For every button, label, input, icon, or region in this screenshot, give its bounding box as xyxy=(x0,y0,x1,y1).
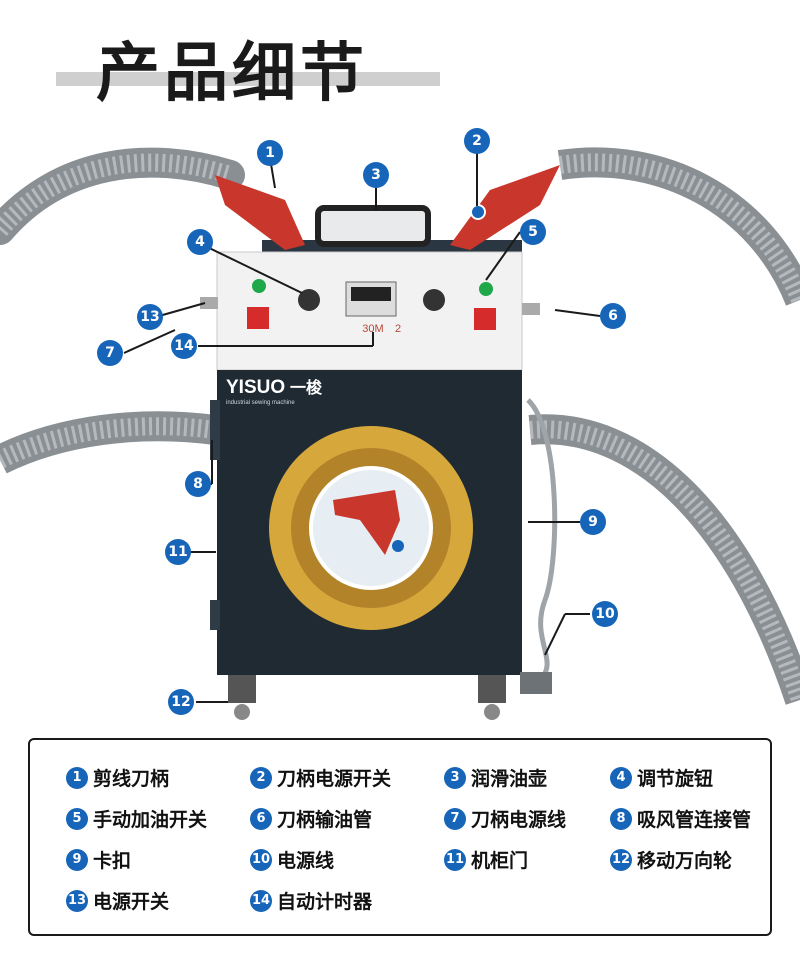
legend-item-9: 9 卡扣 xyxy=(66,846,131,873)
right-cutter-handle xyxy=(450,165,560,250)
power-plug xyxy=(520,672,552,694)
right-green-button xyxy=(479,282,493,296)
legend-item-5: 5 手动加油开关 xyxy=(66,805,207,832)
callout-11: 11 xyxy=(165,539,191,565)
handle-power-switch xyxy=(470,204,486,220)
left-cutter-handle xyxy=(215,175,305,250)
legend-number: 11 xyxy=(444,848,466,871)
machine-illustration: 30M 2 YISUO 一梭 industrial sewing machine xyxy=(0,142,800,720)
legend-label: 自动计时器 xyxy=(277,891,373,913)
legend-item-7: 7 刀柄电源线 xyxy=(444,805,566,832)
right-knob xyxy=(423,289,445,311)
left-power-switch xyxy=(247,307,269,329)
callout-14: 14 xyxy=(171,333,197,359)
legend-label: 电源开关 xyxy=(93,891,170,913)
right-power-switch xyxy=(474,308,496,330)
callout-5: 5 xyxy=(520,219,546,245)
legend-label: 润滑油壶 xyxy=(471,768,548,790)
legend-number: 6 xyxy=(250,807,272,830)
door-hinge-bottom xyxy=(210,600,220,630)
oil-pot xyxy=(315,205,431,247)
brand-chinese: 一梭 xyxy=(290,378,323,397)
legend-number: 8 xyxy=(610,807,632,830)
brand-name: YISUO xyxy=(226,377,285,398)
right-connector xyxy=(522,303,540,315)
legend-item-6: 6 刀柄输油管 xyxy=(250,805,372,832)
legend-item-4: 4 调节旋钮 xyxy=(610,764,713,791)
callout-10: 10 xyxy=(592,601,618,627)
legend-label: 手动加油开关 xyxy=(93,809,208,831)
legend-number: 14 xyxy=(250,889,272,912)
callout-6: 6 xyxy=(600,303,626,329)
legend-number: 2 xyxy=(250,766,272,789)
door-hinge-top xyxy=(210,400,220,460)
legend-label: 刀柄电源开关 xyxy=(277,768,392,790)
legend-number: 5 xyxy=(66,807,88,830)
page-title: 产品细节 xyxy=(96,37,368,111)
legend-number: 1 xyxy=(66,766,88,789)
left-knob xyxy=(298,289,320,311)
legend-label: 剪线刀柄 xyxy=(93,768,170,790)
legend-item-1: 1 剪线刀柄 xyxy=(66,764,169,791)
legend-label: 吸风管连接管 xyxy=(637,809,752,831)
callout-12: 12 xyxy=(168,689,194,715)
legend-label: 电源线 xyxy=(277,850,335,872)
legend-item-8: 8 吸风管连接管 xyxy=(610,805,751,832)
callout-8: 8 xyxy=(185,471,211,497)
legend-label: 刀柄输油管 xyxy=(277,809,373,831)
callout-9: 9 xyxy=(580,509,606,535)
callout-2: 2 xyxy=(464,128,490,154)
legend-item-13: 13 电源开关 xyxy=(66,887,169,914)
callout-7: 7 xyxy=(97,340,123,366)
right-top-hose xyxy=(557,147,800,306)
legend-item-11: 11 机柜门 xyxy=(444,846,528,873)
callout-1: 1 xyxy=(257,140,283,166)
legend-number: 9 xyxy=(66,848,88,871)
callout-3: 3 xyxy=(363,162,389,188)
power-cord xyxy=(526,398,558,682)
timer-unit: 2 xyxy=(395,323,401,335)
legend-number: 7 xyxy=(444,807,466,830)
left-green-button xyxy=(252,279,266,293)
parts-legend: 1 剪线刀柄 2 刀柄电源开关 3 润滑油壶 4 调节旋钮 5 手动加油开关 6… xyxy=(28,738,772,936)
legend-number: 4 xyxy=(610,766,632,789)
brand-tagline: industrial sewing machine xyxy=(226,400,295,406)
legend-label: 调节旋钮 xyxy=(637,768,714,790)
left-wheel xyxy=(228,675,256,703)
legend-item-12: 12 移动万向轮 xyxy=(610,846,732,873)
callout-13: 13 xyxy=(137,304,163,330)
legend-item-14: 14 自动计时器 xyxy=(250,887,372,914)
legend-label: 刀柄电源线 xyxy=(471,809,567,831)
timer-label: 30M xyxy=(362,323,383,335)
emblem-cutter xyxy=(333,490,400,555)
legend-number: 10 xyxy=(250,848,272,871)
legend-number: 13 xyxy=(66,889,88,912)
legend-label: 移动万向轮 xyxy=(637,850,733,872)
legend-label: 卡扣 xyxy=(93,850,132,872)
legend-number: 3 xyxy=(444,766,466,789)
legend-item-10: 10 电源线 xyxy=(250,846,334,873)
legend-item-3: 3 润滑油壶 xyxy=(444,764,547,791)
callout-4: 4 xyxy=(187,229,213,255)
legend-number: 12 xyxy=(610,848,632,871)
right-wheel xyxy=(478,675,506,703)
legend-item-2: 2 刀柄电源开关 xyxy=(250,764,391,791)
title-underline xyxy=(56,72,440,86)
legend-label: 机柜门 xyxy=(471,850,529,872)
left-connector xyxy=(200,297,218,309)
